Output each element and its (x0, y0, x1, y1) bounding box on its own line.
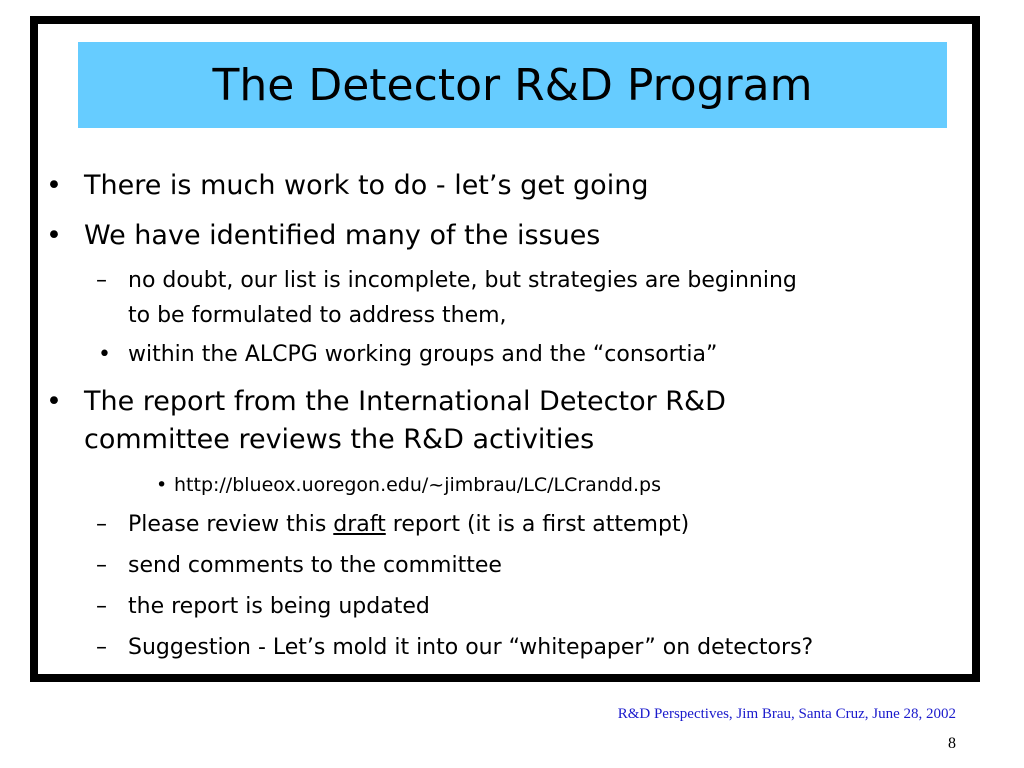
bullet-marker: • (46, 170, 62, 201)
bullet-marker: • (46, 220, 62, 251)
report-url-link[interactable]: http://blueox.uoregon.edu/~jimbrau/LC/LC… (174, 474, 661, 496)
sub-item-text-after: report (it is a first attempt) (385, 512, 690, 537)
dash-marker: – (96, 512, 107, 537)
slide-title: The Detector R&D Program (212, 59, 813, 111)
dash-marker: – (96, 635, 107, 660)
bullet-text: There is much work to do - let’s get goi… (84, 170, 649, 201)
bullet-text: We have identified many of the issues (84, 220, 601, 251)
page-number: 8 (948, 735, 956, 752)
bullet-text: The report from the International Detect… (84, 386, 726, 417)
bullet-text-continued: committee reviews the R&D activities (84, 424, 595, 455)
slide-frame (30, 16, 980, 682)
tertiary-bullet-marker: • (156, 474, 168, 496)
sub-item-text: Suggestion - Let’s mold it into our “whi… (128, 635, 814, 660)
bullet-marker: • (46, 386, 62, 417)
dash-marker: – (96, 268, 107, 293)
dash-marker: – (96, 594, 107, 619)
dash-marker: – (96, 553, 107, 578)
sub-item-text: the report is being updated (128, 594, 430, 619)
sub-item-text: no doubt, our list is incomplete, but st… (128, 268, 797, 293)
sub-item-text-before: Please review this (128, 512, 334, 537)
sub-item-text: Please review this draft report (it is a… (128, 512, 689, 537)
draft-link[interactable]: draft (333, 512, 386, 537)
sub-item-text: within the ALCPG working groups and the … (128, 342, 718, 367)
sub-item-text: send comments to the committee (128, 553, 502, 578)
title-bar: The Detector R&D Program (78, 42, 947, 128)
sub-item-text-continued: to be formulated to address them, (128, 303, 507, 328)
footer-credit: R&D Perspectives, Jim Brau, Santa Cruz, … (617, 706, 956, 722)
sub-bullet-marker: • (98, 342, 111, 367)
